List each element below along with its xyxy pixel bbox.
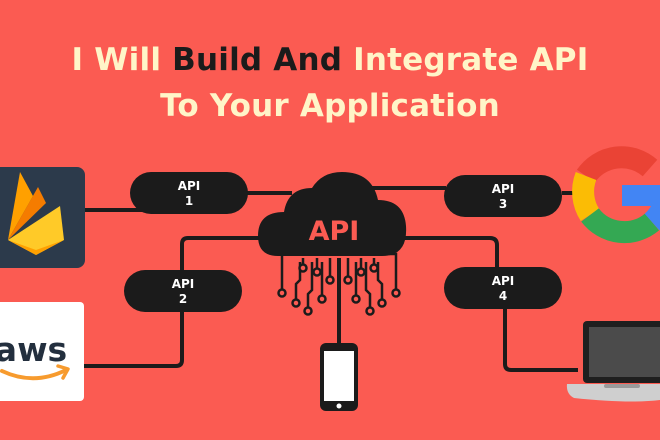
api-node-3-number: 3 [499, 197, 507, 211]
smartphone-icon [320, 343, 358, 411]
aws-logo-icon: aws [0, 302, 84, 401]
headline-part-1: I Will [71, 42, 173, 78]
api-node-4-number: 4 [499, 289, 507, 303]
firebase-logo-icon [0, 167, 85, 268]
headline-line-2: To Your Application [160, 88, 500, 124]
api-node-4: API 4 [444, 267, 562, 309]
api-node-3-label: API [492, 182, 515, 196]
circuit-nodes [277, 263, 401, 316]
cloud-icon: API [258, 172, 407, 256]
api-node-1-label: API [178, 179, 201, 193]
api-node-2: API 2 [124, 270, 242, 312]
connector-cloud-api4 [400, 236, 499, 270]
cloud-label: API [309, 216, 360, 247]
headline-part-2: Build And [172, 42, 343, 78]
api-node-1-number: 1 [185, 194, 193, 208]
connector-api2-aws [84, 312, 184, 368]
headline-line-1: I Will Build And Integrate API [0, 42, 660, 78]
connector-api4-laptop [503, 306, 578, 372]
api-node-2-label: API [172, 277, 195, 291]
api-node-1: API 1 [130, 172, 248, 214]
connector-cloud-api2 [180, 236, 270, 274]
api-node-4-label: API [492, 274, 515, 288]
api-node-3: API 3 [444, 175, 562, 217]
aws-logo-text: aws [0, 330, 67, 369]
google-logo-icon: G [572, 146, 660, 244]
headline-part-3: Integrate API [342, 42, 589, 78]
api-node-2-number: 2 [179, 292, 187, 306]
laptop-icon [566, 321, 660, 402]
